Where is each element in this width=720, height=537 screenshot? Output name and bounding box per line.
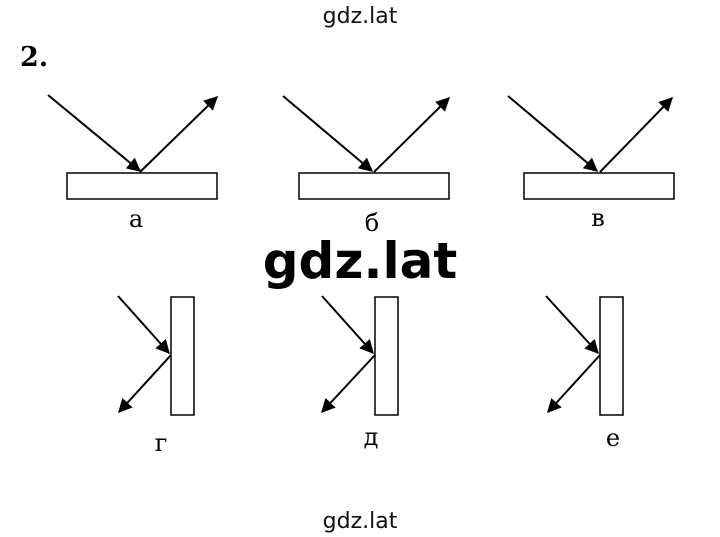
- watermark-top: gdz.lat: [322, 4, 398, 29]
- incident-ray-e: [545, 295, 599, 355]
- incident-ray-g: [117, 295, 170, 355]
- reflected-ray-a: [139, 96, 219, 173]
- panel-a: а: [47, 94, 219, 233]
- panel-d: д: [321, 295, 399, 451]
- problem-number: 2.: [20, 42, 49, 73]
- mirror-e: [599, 296, 624, 416]
- watermark-center: gdz.lat: [262, 232, 458, 290]
- label-g: г: [155, 429, 168, 457]
- reflected-ray-b: [373, 97, 450, 173]
- label-b: б: [365, 209, 379, 237]
- watermark-bottom: gdz.lat: [322, 509, 398, 534]
- reflected-ray-d: [321, 354, 376, 414]
- panel-v: в: [507, 95, 675, 232]
- label-d: д: [364, 423, 379, 451]
- reflected-ray-g: [118, 354, 172, 414]
- incident-ray-b: [282, 95, 374, 172]
- panel-e: е: [545, 295, 624, 452]
- label-v: в: [591, 204, 605, 232]
- incident-ray-v: [507, 95, 599, 172]
- label-e: е: [606, 424, 620, 452]
- label-a: а: [129, 205, 143, 233]
- incident-ray-d: [321, 295, 374, 355]
- mirror-g: [170, 296, 195, 416]
- reflected-ray-e: [547, 354, 601, 414]
- panel-g: г: [117, 295, 195, 457]
- incident-ray-a: [47, 94, 142, 172]
- panel-b: б: [282, 95, 450, 237]
- mirror-v: [523, 172, 675, 200]
- reflected-ray-v: [599, 96, 673, 173]
- mirror-b: [298, 172, 450, 200]
- mirror-d: [374, 296, 399, 416]
- mirror-a: [66, 172, 218, 200]
